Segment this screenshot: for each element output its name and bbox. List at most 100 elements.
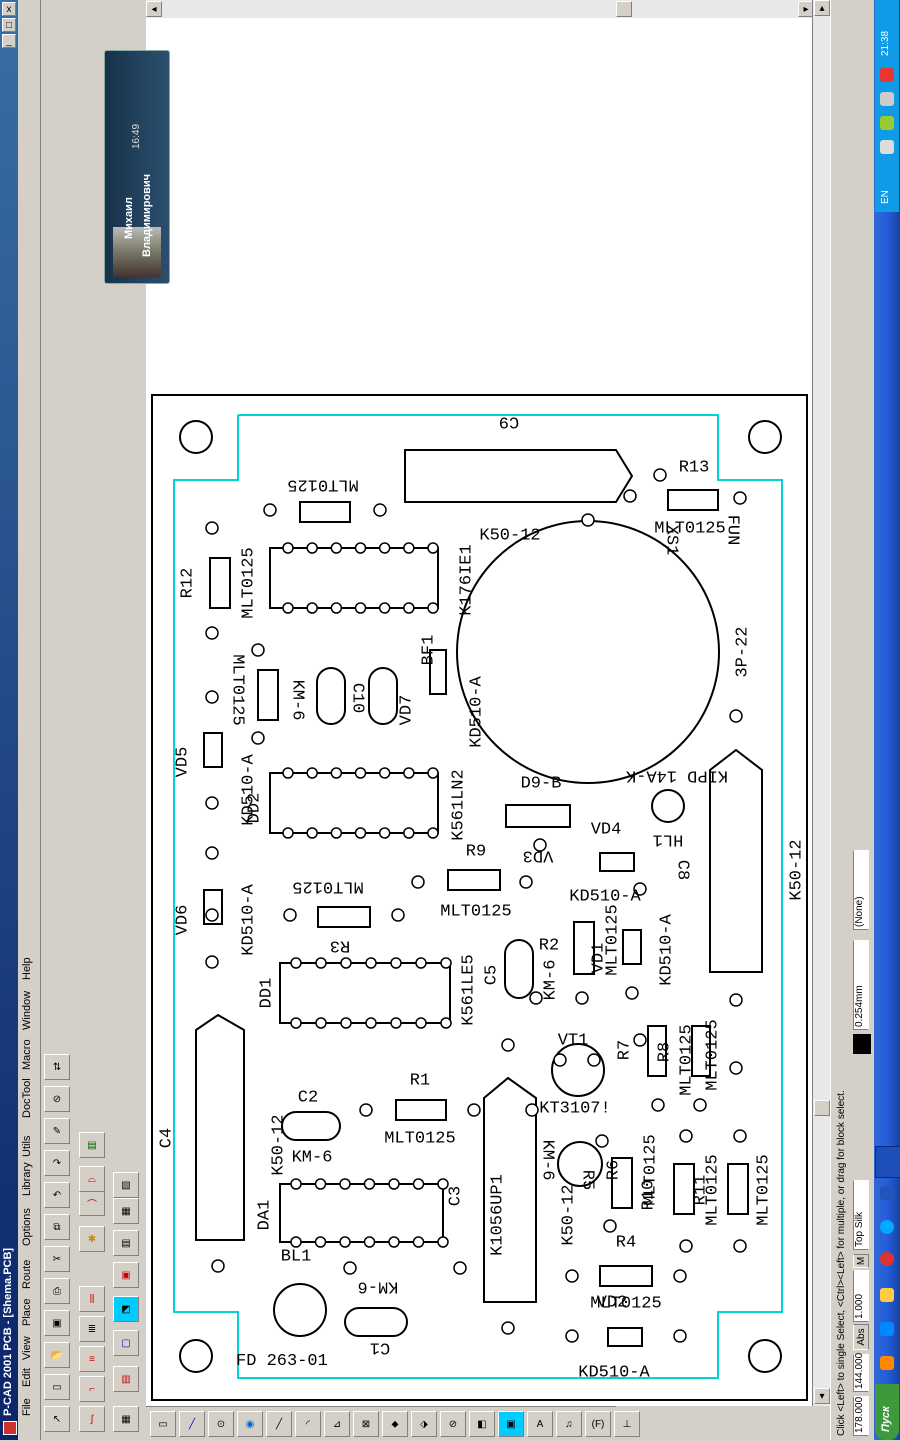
abs-toggle[interactable]: Abs xyxy=(853,1324,869,1350)
silk-label[interactable]: KT3107! xyxy=(539,1099,610,1118)
menu-library[interactable]: Library xyxy=(21,1162,33,1196)
pad[interactable] xyxy=(282,827,294,839)
pad[interactable] xyxy=(501,1038,515,1052)
pad[interactable] xyxy=(603,1219,617,1233)
silk-label[interactable]: MLT0125 xyxy=(292,877,363,896)
pad[interactable] xyxy=(378,542,391,554)
cutout-tool-icon[interactable]: ⊠ xyxy=(353,1411,379,1437)
pad[interactable] xyxy=(306,542,318,554)
pad[interactable] xyxy=(354,542,367,554)
silk-label[interactable]: VT1 xyxy=(558,1031,589,1050)
line-tool-icon[interactable]: ╱ xyxy=(179,1411,205,1437)
silk-label[interactable]: MLT0125 xyxy=(654,519,725,538)
pad[interactable] xyxy=(411,875,425,889)
pad[interactable] xyxy=(290,1236,302,1248)
undo-icon[interactable]: ↶ xyxy=(44,1182,70,1208)
menu-macro[interactable]: Macro xyxy=(21,1039,33,1070)
pad[interactable] xyxy=(205,846,219,860)
pad[interactable] xyxy=(581,513,595,527)
fill-tool-icon[interactable]: ⬥ xyxy=(382,1411,408,1437)
pad[interactable] xyxy=(633,882,647,896)
pad[interactable] xyxy=(525,1103,539,1117)
pad[interactable] xyxy=(651,1098,665,1112)
pad[interactable] xyxy=(251,643,265,657)
silk-label[interactable]: K1056UP1 xyxy=(488,1174,507,1256)
silk-label[interactable]: KIPD 14A-K xyxy=(625,766,728,785)
silk-label[interactable]: R11 xyxy=(691,1175,710,1206)
silk-label[interactable]: MLT0125 xyxy=(590,1294,661,1313)
outline-icon[interactable]: ▣ xyxy=(113,1262,139,1288)
menu-file[interactable]: File xyxy=(21,1398,33,1416)
silk-label[interactable]: R6 xyxy=(604,1160,623,1180)
pad[interactable] xyxy=(403,827,415,839)
silk-label[interactable]: MLT0125 xyxy=(603,904,622,975)
silk-label[interactable]: C9 xyxy=(499,412,519,431)
layer-select[interactable]: Top Silk xyxy=(853,1180,869,1250)
silk-label[interactable]: BF1 xyxy=(419,635,438,666)
pad[interactable] xyxy=(354,827,367,839)
silk-label[interactable]: MLT0125 xyxy=(287,475,358,494)
pad[interactable] xyxy=(453,1261,467,1275)
silk-label[interactable]: R10 xyxy=(639,1180,658,1211)
silk-label[interactable]: MLT0125 xyxy=(239,547,258,618)
silk-label[interactable]: R9 xyxy=(466,842,486,861)
pad[interactable] xyxy=(575,991,589,1005)
pad[interactable] xyxy=(306,602,318,614)
pad-tool-icon[interactable]: ⊙ xyxy=(208,1411,234,1437)
pad[interactable] xyxy=(625,986,639,1000)
net-select[interactable]: (None) xyxy=(853,850,869,930)
pad[interactable] xyxy=(306,827,318,839)
print-preview-icon[interactable]: ▦ xyxy=(113,1198,139,1224)
pad[interactable] xyxy=(315,957,327,969)
silk-label[interactable]: MLT0125 xyxy=(384,1129,455,1148)
grid-size[interactable]: 1.000 xyxy=(853,1270,869,1322)
pad[interactable] xyxy=(340,1017,352,1029)
pad[interactable] xyxy=(354,602,367,614)
pad[interactable] xyxy=(205,626,219,640)
route-arc-icon[interactable]: ⌐ xyxy=(79,1376,105,1402)
route-miter-icon[interactable]: ⌓ xyxy=(79,1166,105,1192)
pad[interactable] xyxy=(390,1017,402,1029)
dimension-tool-icon[interactable]: ⊥ xyxy=(614,1411,640,1437)
pad[interactable] xyxy=(553,1053,567,1067)
pad[interactable] xyxy=(330,602,343,614)
pad[interactable] xyxy=(595,1134,609,1148)
menu-window[interactable]: Window xyxy=(21,990,33,1030)
pad[interactable] xyxy=(363,1178,376,1190)
silk-label[interactable]: KM-6 xyxy=(541,960,560,1001)
pad[interactable] xyxy=(388,1178,400,1190)
minimize-button[interactable]: _ xyxy=(2,34,16,48)
pad[interactable] xyxy=(282,602,294,614)
silk-label[interactable]: C4 xyxy=(157,1128,176,1148)
save-icon[interactable]: ▣ xyxy=(44,1310,70,1336)
pad[interactable] xyxy=(673,1329,687,1343)
pad[interactable] xyxy=(343,1261,357,1275)
pad[interactable] xyxy=(339,1178,351,1190)
menu-edit[interactable]: Edit xyxy=(21,1368,33,1387)
plane-tool-icon[interactable]: ⬗ xyxy=(411,1411,437,1437)
silk-label[interactable]: VD5 xyxy=(173,747,192,778)
color-icon[interactable]: ◩ xyxy=(113,1296,139,1322)
pad[interactable] xyxy=(412,1178,425,1190)
silk-label[interactable]: KD510-A xyxy=(569,887,641,906)
silk-label[interactable]: VD1 xyxy=(589,943,608,974)
pad[interactable] xyxy=(529,991,543,1005)
pad[interactable] xyxy=(427,602,439,614)
silk-label[interactable]: C10 xyxy=(348,683,367,714)
chat-notification[interactable]: Михаил Владимирович 16:49 xyxy=(104,50,170,284)
props-icon[interactable]: ▢ xyxy=(113,1330,139,1356)
pad[interactable] xyxy=(251,731,265,745)
pencil-icon[interactable]: ✎ xyxy=(44,1118,70,1144)
title-bar[interactable]: P-CAD 2001 PCB - [Shema.PCB] x □ _ xyxy=(0,0,18,1440)
pad[interactable] xyxy=(733,491,747,505)
silk-label[interactable]: R7 xyxy=(615,1040,634,1060)
attr-tool-icon[interactable]: ♫ xyxy=(556,1411,582,1437)
quicklaunch-chrome-icon[interactable] xyxy=(880,1252,894,1266)
pad[interactable] xyxy=(263,503,277,517)
quicklaunch-folder-icon[interactable] xyxy=(880,1288,894,1302)
pad[interactable] xyxy=(415,957,427,969)
grid-unit-button[interactable]: M xyxy=(853,1254,869,1268)
pad[interactable] xyxy=(373,503,387,517)
pad[interactable] xyxy=(415,1017,427,1029)
